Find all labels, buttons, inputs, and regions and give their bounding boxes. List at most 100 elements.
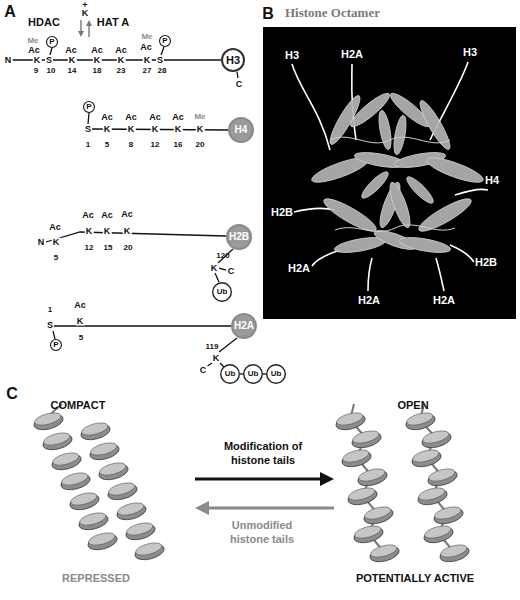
methyl-mark: Me [27, 37, 38, 45]
residue-letter: K [143, 56, 152, 65]
residue-letter: K [103, 227, 112, 236]
residue-number: 1 [48, 306, 52, 314]
histone-core: H4 [228, 117, 254, 143]
residue-letter: K [68, 56, 77, 65]
node-text: Ub [217, 288, 228, 296]
panel-letter: C [6, 386, 18, 402]
histone-core: H2B [226, 224, 252, 250]
histone-label: H2A [341, 49, 363, 60]
node-text: H3 [226, 55, 240, 66]
residue-number: 14 [68, 67, 77, 75]
residue-number: 23 [117, 67, 126, 75]
residue-letter: C [199, 366, 208, 375]
residue-letter: K [85, 227, 94, 236]
histone-core: H2A [231, 313, 257, 339]
ubiquitin-circle: Ub [243, 364, 263, 384]
residue-letter: K [174, 125, 183, 134]
acetyl-mark: Ac [121, 210, 133, 219]
acetyl-mark: Ac [82, 211, 94, 220]
heading-label: HDAC [28, 17, 60, 28]
heading-label: COMPACT [51, 400, 106, 411]
equilibrium-arrows [195, 472, 334, 515]
histone-label: H3 [285, 50, 299, 61]
phospho-circle: P [46, 36, 58, 48]
acetyl-mark: Ac [140, 43, 152, 52]
heading-label: POTENTIALLY ACTIVE [356, 573, 474, 584]
node-text: Ub [271, 370, 282, 378]
node-text: P [86, 103, 91, 111]
compact-chromatin [32, 404, 166, 563]
ubiquitin-circle: Ub [212, 282, 232, 302]
open-chromatin [334, 404, 471, 565]
residue-letter: N [4, 56, 13, 65]
histone-tails [12, 47, 266, 374]
residue-letter: K [212, 354, 221, 363]
residue-letter: S [156, 56, 164, 65]
residue-letter: K [103, 125, 112, 134]
residue-number: 1 [86, 141, 90, 149]
acetyl-mark: Ac [125, 113, 137, 122]
residue-number: 5 [79, 334, 83, 342]
arrow-label: Unmodified histone tails [217, 518, 307, 546]
residue-letter: K [76, 317, 85, 326]
phospho-circle: P [159, 35, 171, 47]
residue-letter: K [127, 125, 136, 134]
histone-core: H3 [221, 48, 245, 72]
node-text: H2A [234, 321, 254, 331]
residue-letter: N [37, 238, 46, 247]
acetyl-mark: Ac [172, 113, 184, 122]
residue-number: 16 [174, 141, 183, 149]
acetyl-mark: Ac [49, 223, 61, 232]
residue-number: 5 [54, 254, 58, 262]
residue-letter: K [123, 227, 132, 236]
residue-letter: K [33, 56, 42, 65]
histone-label: H2B [475, 257, 497, 268]
panel-letter: A [4, 4, 16, 20]
residue-letter: K [52, 238, 61, 247]
residue-letter: S [84, 125, 92, 134]
node-text: H2B [229, 232, 249, 242]
acetyl-mark: Ac [91, 46, 103, 55]
residue-number: 5 [105, 141, 109, 149]
node-text: P [53, 341, 58, 349]
acetyl-mark: Ac [101, 211, 113, 220]
histone-label: H2A [358, 295, 380, 306]
residue-number: 20 [196, 141, 205, 149]
histone-label: H4 [485, 175, 499, 186]
residue-number: 20 [124, 244, 133, 252]
residue-number: 8 [129, 141, 133, 149]
residue-number: 15 [104, 244, 113, 252]
acetyl-mark: Ac [115, 46, 127, 55]
node-text: Ub [225, 370, 236, 378]
residue-letter: S [46, 321, 54, 330]
residue-number: 27 [143, 67, 152, 75]
histone-label: H2B [271, 207, 293, 218]
residue-letter: C [227, 267, 236, 276]
octamer-structure [263, 27, 516, 319]
methyl-mark: Me [194, 113, 205, 121]
node-text: P [162, 37, 167, 45]
ubiquitin-circle: Ub [220, 364, 240, 384]
residue-number: 9 [34, 67, 38, 75]
residue-number: 120 [216, 252, 229, 260]
lysine-symbol: K [82, 9, 89, 18]
acetyl-mark: Ac [101, 113, 113, 122]
node-text: P [49, 38, 54, 46]
enzyme-arrows [78, 20, 92, 37]
arrow-label: Modification of histone tails [218, 439, 308, 467]
residue-number: 28 [158, 67, 167, 75]
heading-label: REPRESSED [62, 573, 130, 584]
node-text: Ub [248, 370, 259, 378]
phospho-circle: P [83, 101, 95, 113]
ubiquitin-circle: Ub [266, 364, 286, 384]
histone-label: H2A [433, 295, 455, 306]
residue-letter: C [235, 80, 244, 89]
residue-number: 18 [93, 67, 102, 75]
phospho-circle: P [50, 339, 62, 351]
heading-label: HAT A [97, 17, 129, 28]
node-text: Histone Octamer [285, 6, 380, 19]
node-text: H4 [235, 125, 248, 135]
acetyl-mark: Ac [74, 301, 86, 310]
residue-letter: K [151, 125, 160, 134]
